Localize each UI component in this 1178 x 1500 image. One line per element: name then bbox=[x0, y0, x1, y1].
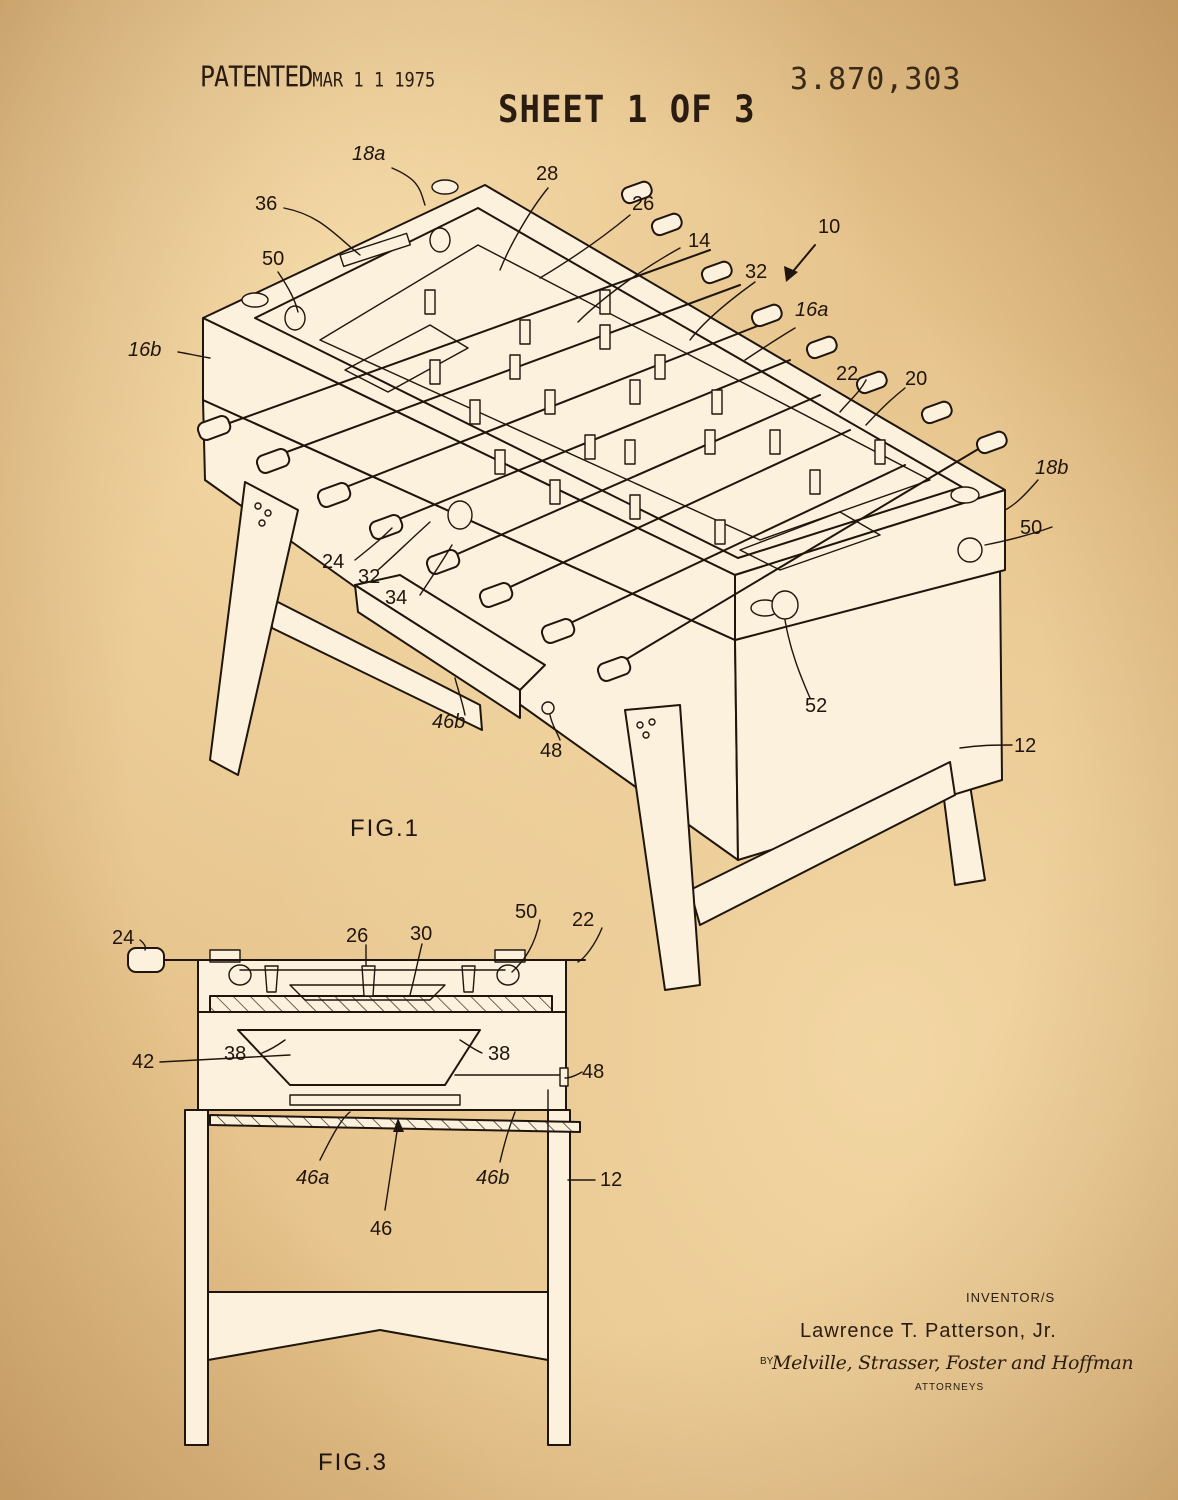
fig1-label: 36 bbox=[255, 193, 277, 215]
fig1-ball-hole bbox=[285, 306, 305, 330]
fig1-label: 46b bbox=[432, 711, 465, 733]
fig1-label: 18b bbox=[1035, 457, 1068, 479]
fig3-label: 50 bbox=[515, 901, 537, 923]
fig3-playfield-section bbox=[210, 996, 552, 1012]
fig3-caption: FIG.3 bbox=[318, 1449, 388, 1476]
fig1-label: 48 bbox=[540, 740, 562, 762]
fig3-label: 42 bbox=[132, 1051, 154, 1073]
fig3-label: 30 bbox=[410, 923, 432, 945]
fig1-cup bbox=[432, 180, 458, 194]
fig1-label: 16b bbox=[128, 339, 161, 361]
fig3-ball-hole bbox=[229, 965, 251, 985]
fig1-label: 22 bbox=[836, 363, 858, 385]
fig1-label: 16a bbox=[795, 299, 828, 321]
fig1-label: 50 bbox=[1020, 517, 1042, 539]
fig3-label: 38 bbox=[224, 1043, 246, 1065]
fig3-leg-left bbox=[185, 1110, 208, 1445]
attorneys-heading: ATTORNEYS bbox=[915, 1382, 984, 1393]
inventor-heading: INVENTOR/S bbox=[966, 1290, 1055, 1305]
fig1-caption: FIG.1 bbox=[350, 815, 420, 842]
fig3-label: 46 bbox=[370, 1218, 392, 1240]
fig1-label: 34 bbox=[385, 587, 407, 609]
fig1-ball-return-front bbox=[448, 501, 472, 529]
fig3-knob-48 bbox=[560, 1068, 568, 1086]
fig3-label: 46a bbox=[296, 1167, 329, 1189]
fig1-label: 24 bbox=[322, 551, 344, 573]
inventor-name: Lawrence T. Patterson, Jr. bbox=[800, 1320, 1057, 1343]
fig3-label: 38 bbox=[488, 1043, 510, 1065]
fig1-label: 32 bbox=[358, 566, 380, 588]
attorneys-names: Melville, Strasser, Foster and Hoffman bbox=[772, 1352, 1133, 1374]
fig1-cup bbox=[951, 487, 979, 503]
fig1-label: 28 bbox=[536, 163, 558, 185]
fig3-label: 48 bbox=[582, 1061, 604, 1083]
fig1-label: 18a bbox=[352, 143, 385, 165]
fig1-label: 50 bbox=[262, 248, 284, 270]
fig3-label: 24 bbox=[112, 927, 134, 949]
fig3-drawing: 24 26 30 50 22 38 38 42 48 46a 46b 12 46… bbox=[112, 901, 622, 1476]
fig3-label: 12 bbox=[600, 1169, 622, 1191]
fig1-label: 26 bbox=[632, 193, 654, 215]
fig3-stretcher bbox=[208, 1292, 548, 1360]
fig1-ball-hole bbox=[430, 228, 450, 252]
fig1-ball-return-52 bbox=[772, 591, 798, 619]
fig1-drawing: 18a 28 36 26 10 50 14 32 16a 16b 22 20 1… bbox=[128, 143, 1068, 990]
fig1-label: 52 bbox=[805, 695, 827, 717]
fig3-handle-24 bbox=[128, 948, 164, 972]
fig3-label: 46b bbox=[476, 1167, 509, 1189]
fig3-leg-right bbox=[548, 1110, 570, 1445]
fig1-label: 32 bbox=[745, 261, 767, 283]
fig3-label: 26 bbox=[346, 925, 368, 947]
fig1-label: 20 bbox=[905, 368, 927, 390]
fig3-drawer-46a bbox=[290, 1095, 460, 1105]
fig1-drawer-knob bbox=[542, 702, 554, 714]
fig1-label: 14 bbox=[688, 230, 710, 252]
fig3-label: 22 bbox=[572, 909, 594, 931]
fig1-cup bbox=[242, 293, 268, 307]
fig1-ball-return-50 bbox=[958, 538, 982, 562]
fig1-label: 10 bbox=[818, 216, 840, 238]
fig1-label: 12 bbox=[1014, 735, 1036, 757]
